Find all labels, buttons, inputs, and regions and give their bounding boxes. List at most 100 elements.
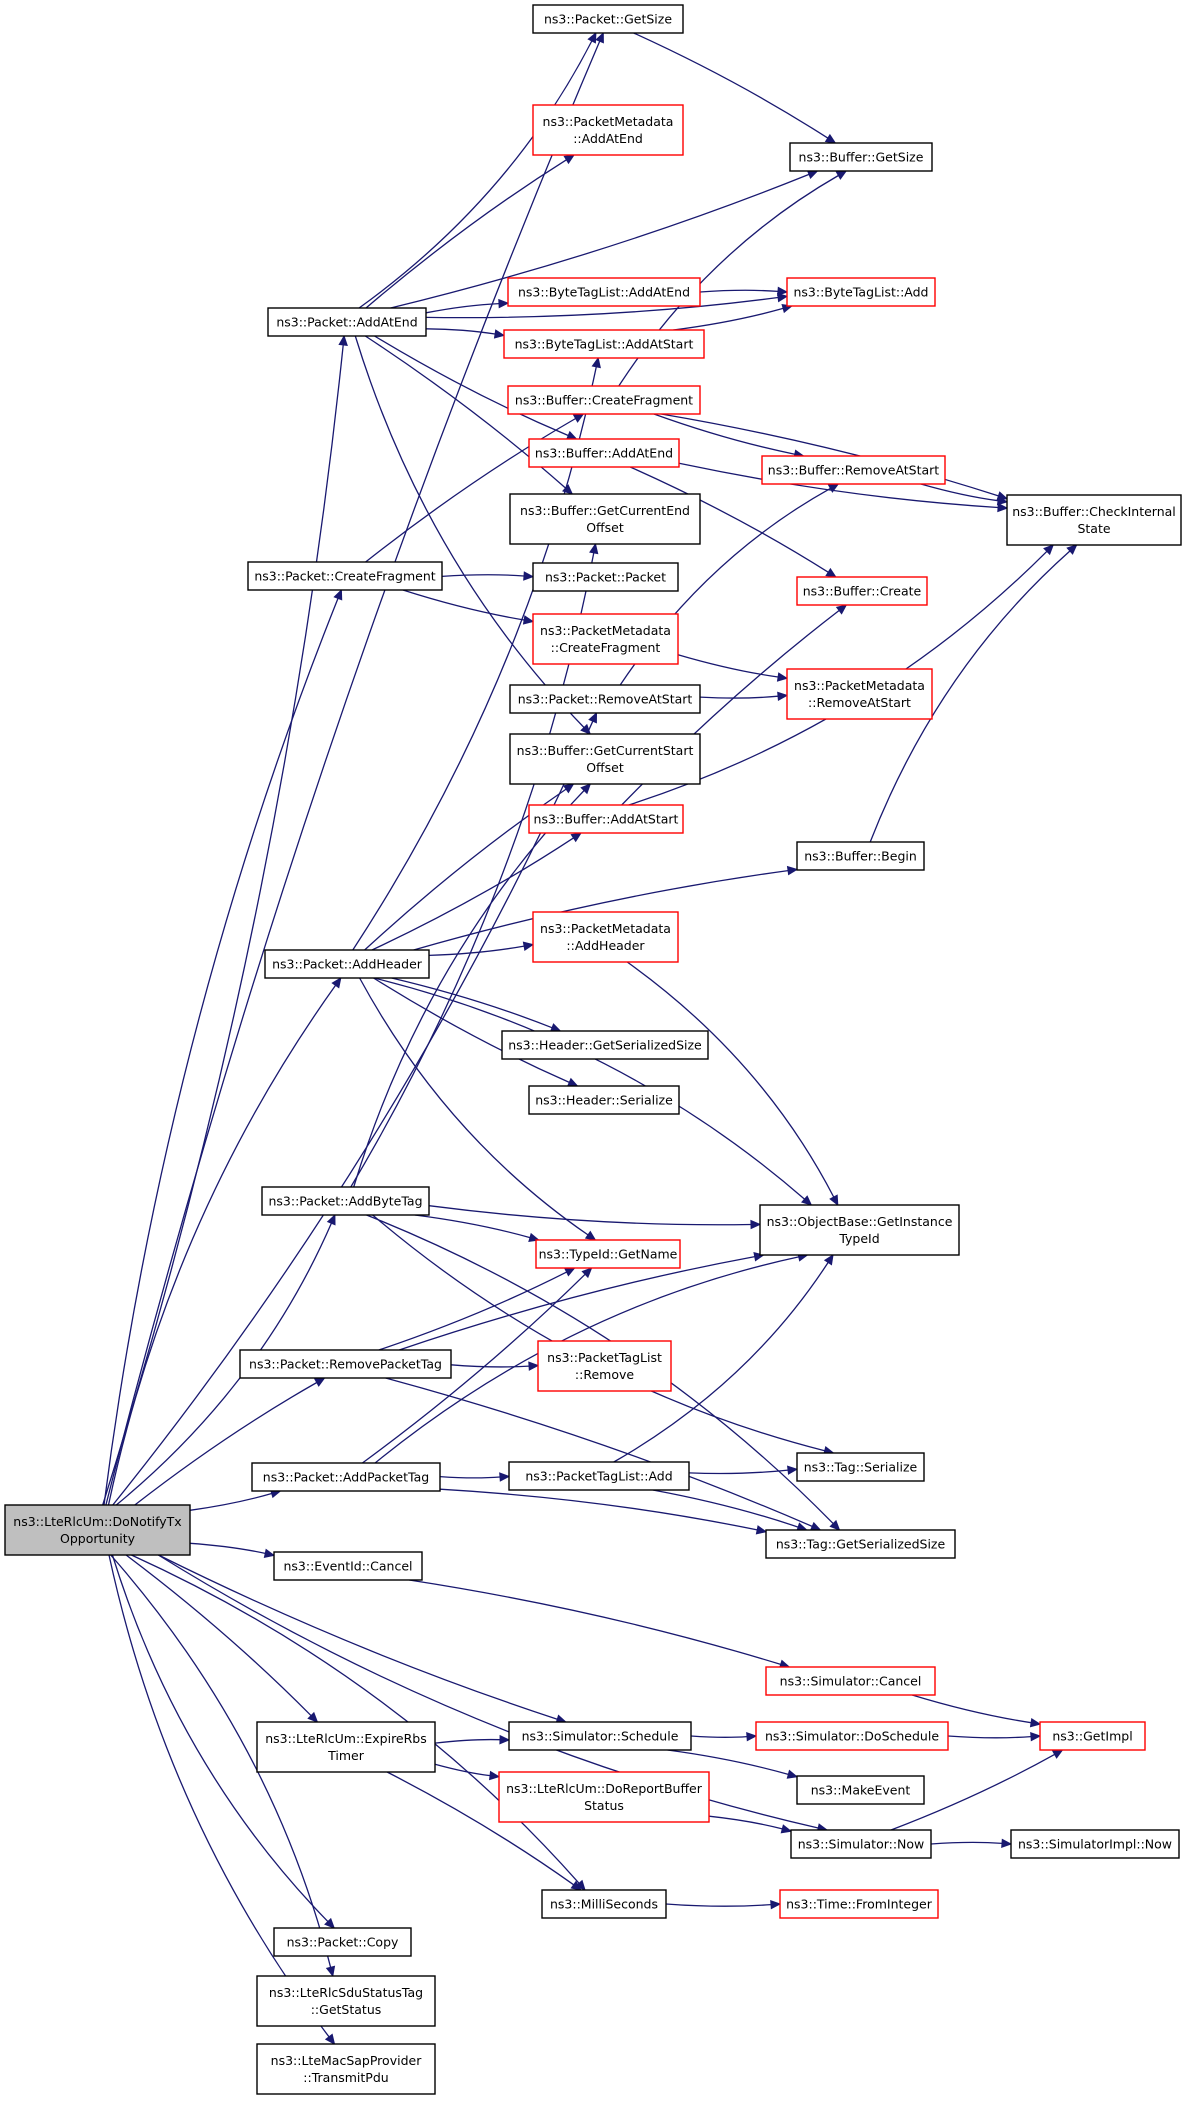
- node-pm-addatend[interactable]: ns3::PacketMetadata::AddAtEnd: [532, 104, 684, 156]
- node-label: ns3::ObjectBase::GetInstance: [767, 1214, 953, 1229]
- node-label: ns3::Buffer::RemoveAtStart: [768, 463, 940, 478]
- arrowhead-icon: [746, 1731, 758, 1742]
- node-buf-addatstart[interactable]: ns3::Buffer::AddAtStart: [528, 804, 684, 834]
- node-pkt-copy[interactable]: ns3::Packet::Copy: [273, 1927, 412, 1957]
- node-btl-addatstart[interactable]: ns3::ByteTagList::AddAtStart: [503, 329, 705, 359]
- node-box: [1010, 1829, 1180, 1859]
- node-pkt-createfrag[interactable]: ns3::Packet::CreateFragment: [247, 561, 443, 591]
- arrowhead-icon: [580, 723, 592, 735]
- arrowhead-icon: [498, 298, 510, 309]
- arrowhead-icon: [835, 170, 848, 180]
- node-eventid-cancel[interactable]: ns3::EventId::Cancel: [273, 1551, 423, 1581]
- node-buf-removeatstart[interactable]: ns3::Buffer::RemoveAtStart: [761, 455, 946, 485]
- node-typeid-getname[interactable]: ns3::TypeId::GetName: [535, 1239, 681, 1269]
- node-getimpl[interactable]: ns3::GetImpl: [1039, 1721, 1146, 1751]
- node-btl-add[interactable]: ns3::ByteTagList::Add: [786, 277, 936, 307]
- node-label: ::AddAtEnd: [573, 131, 643, 146]
- node-label: ns3::LteRlcUm::DoReportBuffer: [506, 1781, 703, 1796]
- node-box: [273, 1927, 412, 1957]
- arrowhead-icon: [1030, 1731, 1042, 1742]
- node-ptl-remove[interactable]: ns3::PacketTagList::Remove: [537, 1340, 672, 1392]
- node-buf-addatend[interactable]: ns3::Buffer::AddAtEnd: [528, 438, 680, 468]
- node-pm-createfrag[interactable]: ns3::PacketMetadata::CreateFragment: [532, 613, 679, 665]
- node-tag-serialize[interactable]: ns3::Tag::Serialize: [796, 1452, 925, 1482]
- node-sim-doschedule[interactable]: ns3::Simulator::DoSchedule: [755, 1721, 949, 1751]
- node-buf-create[interactable]: ns3::Buffer::Create: [796, 576, 928, 606]
- node-buf-begin[interactable]: ns3::Buffer::Begin: [796, 841, 925, 871]
- node-pkt-addheader[interactable]: ns3::Packet::AddHeader: [264, 949, 430, 979]
- node-buf-getsize[interactable]: ns3::Buffer::GetSize: [789, 142, 933, 172]
- arrowhead-icon: [570, 1880, 583, 1891]
- node-label: ns3::TypeId::GetName: [539, 1247, 678, 1262]
- node-buf-createfrag[interactable]: ns3::Buffer::CreateFragment: [507, 385, 701, 415]
- node-label: ns3::Packet::AddPacketTag: [263, 1470, 429, 1485]
- node-milliseconds[interactable]: ns3::MilliSeconds: [541, 1889, 667, 1919]
- call-edge: [374, 335, 569, 437]
- node-box: [508, 1461, 690, 1491]
- arrowhead-icon: [489, 1770, 501, 1781]
- node-time-fromint[interactable]: ns3::Time::FromInteger: [779, 1889, 939, 1919]
- node-label: ns3::Buffer::GetCurrentEnd: [520, 503, 690, 518]
- call-edge: [626, 961, 835, 1198]
- call-edge: [677, 654, 779, 678]
- node-pm-addheader[interactable]: ns3::PacketMetadata::AddHeader: [532, 911, 679, 963]
- call-edge: [371, 837, 574, 951]
- node-label: ::RemoveAtStart: [808, 695, 911, 710]
- node-box: [509, 733, 701, 785]
- call-edge: [911, 1694, 1032, 1724]
- call-edge: [890, 1753, 1055, 1831]
- node-simimpl-now[interactable]: ns3::SimulatorImpl::Now: [1010, 1829, 1180, 1859]
- node-sim-schedule[interactable]: ns3::Simulator::Schedule: [508, 1721, 692, 1751]
- node-sdustatus[interactable]: ns3::LteRlcSduStatusTag::GetStatus: [256, 1975, 436, 2027]
- node-sim-now[interactable]: ns3::Simulator::Now: [790, 1829, 932, 1859]
- call-edge: [158, 1554, 558, 1720]
- node-box: [503, 329, 705, 359]
- node-box: [508, 1721, 692, 1751]
- call-edge: [108, 1554, 330, 2038]
- arrowhead-icon: [338, 334, 348, 346]
- node-pkt-packet[interactable]: ns3::Packet::Packet: [532, 562, 679, 592]
- node-box: [4, 1504, 191, 1556]
- node-hdr-getsersize[interactable]: ns3::Header::GetSerializedSize: [501, 1030, 709, 1060]
- node-makeevent[interactable]: ns3::MakeEvent: [796, 1775, 925, 1805]
- node-pkt-addpkttag[interactable]: ns3::Packet::AddPacketTag: [251, 1462, 441, 1492]
- node-pkt-removeatstart[interactable]: ns3::Packet::RemoveAtStart: [509, 684, 701, 714]
- node-pkt-removepkttag[interactable]: ns3::Packet::RemovePacketTag: [239, 1349, 452, 1379]
- node-box: [532, 613, 679, 665]
- call-edge: [425, 296, 779, 319]
- node-box: [759, 1204, 960, 1256]
- arrowhead-icon: [835, 604, 848, 615]
- arrowhead-icon: [589, 542, 599, 555]
- call-edge: [362, 1273, 586, 1464]
- arrowhead-icon: [824, 133, 837, 144]
- node-box: [796, 1775, 925, 1805]
- node-sim-cancel[interactable]: ns3::Simulator::Cancel: [765, 1666, 936, 1696]
- node-pkt-addatend[interactable]: ns3::Packet::AddAtEnd: [267, 307, 427, 337]
- node-tag-getsersize[interactable]: ns3::Tag::GetSerializedSize: [765, 1529, 956, 1559]
- arrowhead-icon: [777, 691, 789, 702]
- node-label: ns3::Packet::AddByteTag: [268, 1194, 422, 1209]
- node-pm-removeatstart[interactable]: ns3::PacketMetadata::RemoveAtStart: [786, 668, 933, 720]
- node-pkt-getsize[interactable]: ns3::Packet::GetSize: [532, 4, 684, 34]
- node-macsap[interactable]: ns3::LteMacSapProvider::TransmitPdu: [256, 2043, 436, 2095]
- call-edge: [131, 1554, 580, 1884]
- arrowhead-icon: [829, 1194, 839, 1207]
- node-label: Offset: [586, 760, 624, 775]
- arrowhead-icon: [528, 1361, 540, 1371]
- call-edge: [111, 1554, 329, 1923]
- node-btl-addatend[interactable]: ns3::ByteTagList::AddAtEnd: [507, 277, 701, 307]
- node-ptl-add[interactable]: ns3::PacketTagList::Add: [508, 1461, 690, 1491]
- node-label: Timer: [327, 1748, 365, 1763]
- node-pkt-addbytetag[interactable]: ns3::Packet::AddByteTag: [261, 1186, 430, 1216]
- node-hdr-serialize[interactable]: ns3::Header::Serialize: [528, 1085, 680, 1115]
- node-box: [256, 1721, 436, 1773]
- node-label: ns3::PacketTagList::Add: [525, 1469, 672, 1484]
- arrowhead-icon: [522, 941, 535, 951]
